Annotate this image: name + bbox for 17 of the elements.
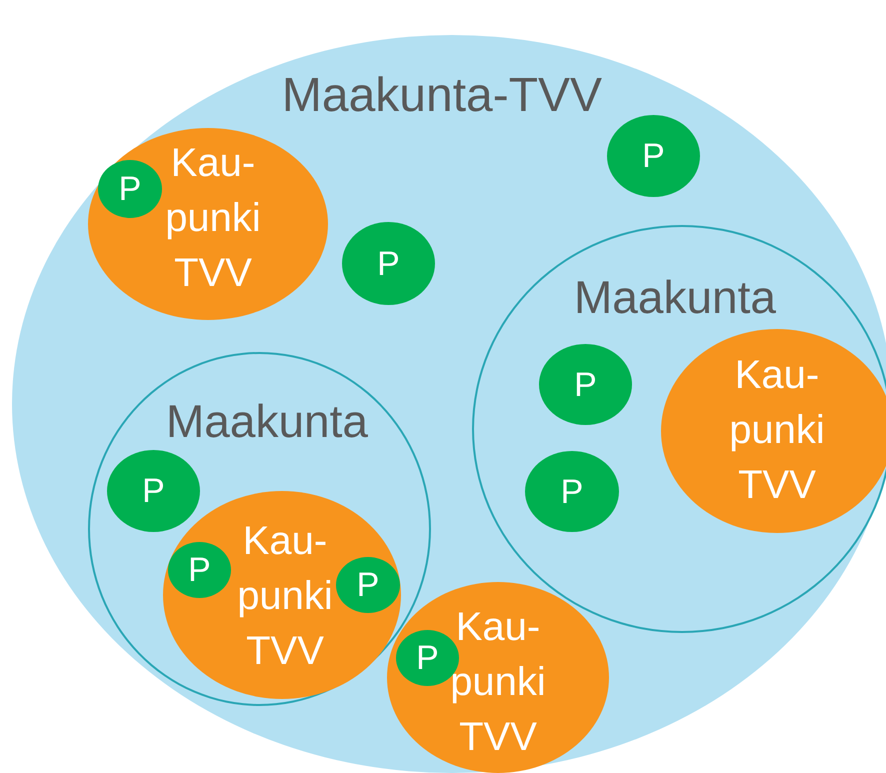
p-label: P: [377, 244, 400, 284]
city-label: Kau- punki TVV: [236, 518, 334, 675]
city-label: Kau- punki TVV: [164, 140, 262, 297]
p-label: P: [142, 471, 165, 511]
region-title: Maakunta: [166, 394, 368, 448]
p-label: P: [188, 550, 211, 590]
region-title: Maakunta-TVV: [282, 68, 602, 124]
p-label: P: [416, 638, 439, 678]
p-circle: [336, 557, 400, 613]
p-label: P: [356, 565, 380, 605]
p-label: P: [560, 472, 584, 512]
region-title: Maakunta: [574, 270, 776, 324]
p-label: P: [118, 169, 142, 209]
city-label: Kau- punki TVV: [449, 604, 547, 761]
city-label: Kau- punki TVV: [728, 352, 826, 509]
p-label: P: [574, 364, 597, 404]
p-label: P: [642, 136, 665, 176]
